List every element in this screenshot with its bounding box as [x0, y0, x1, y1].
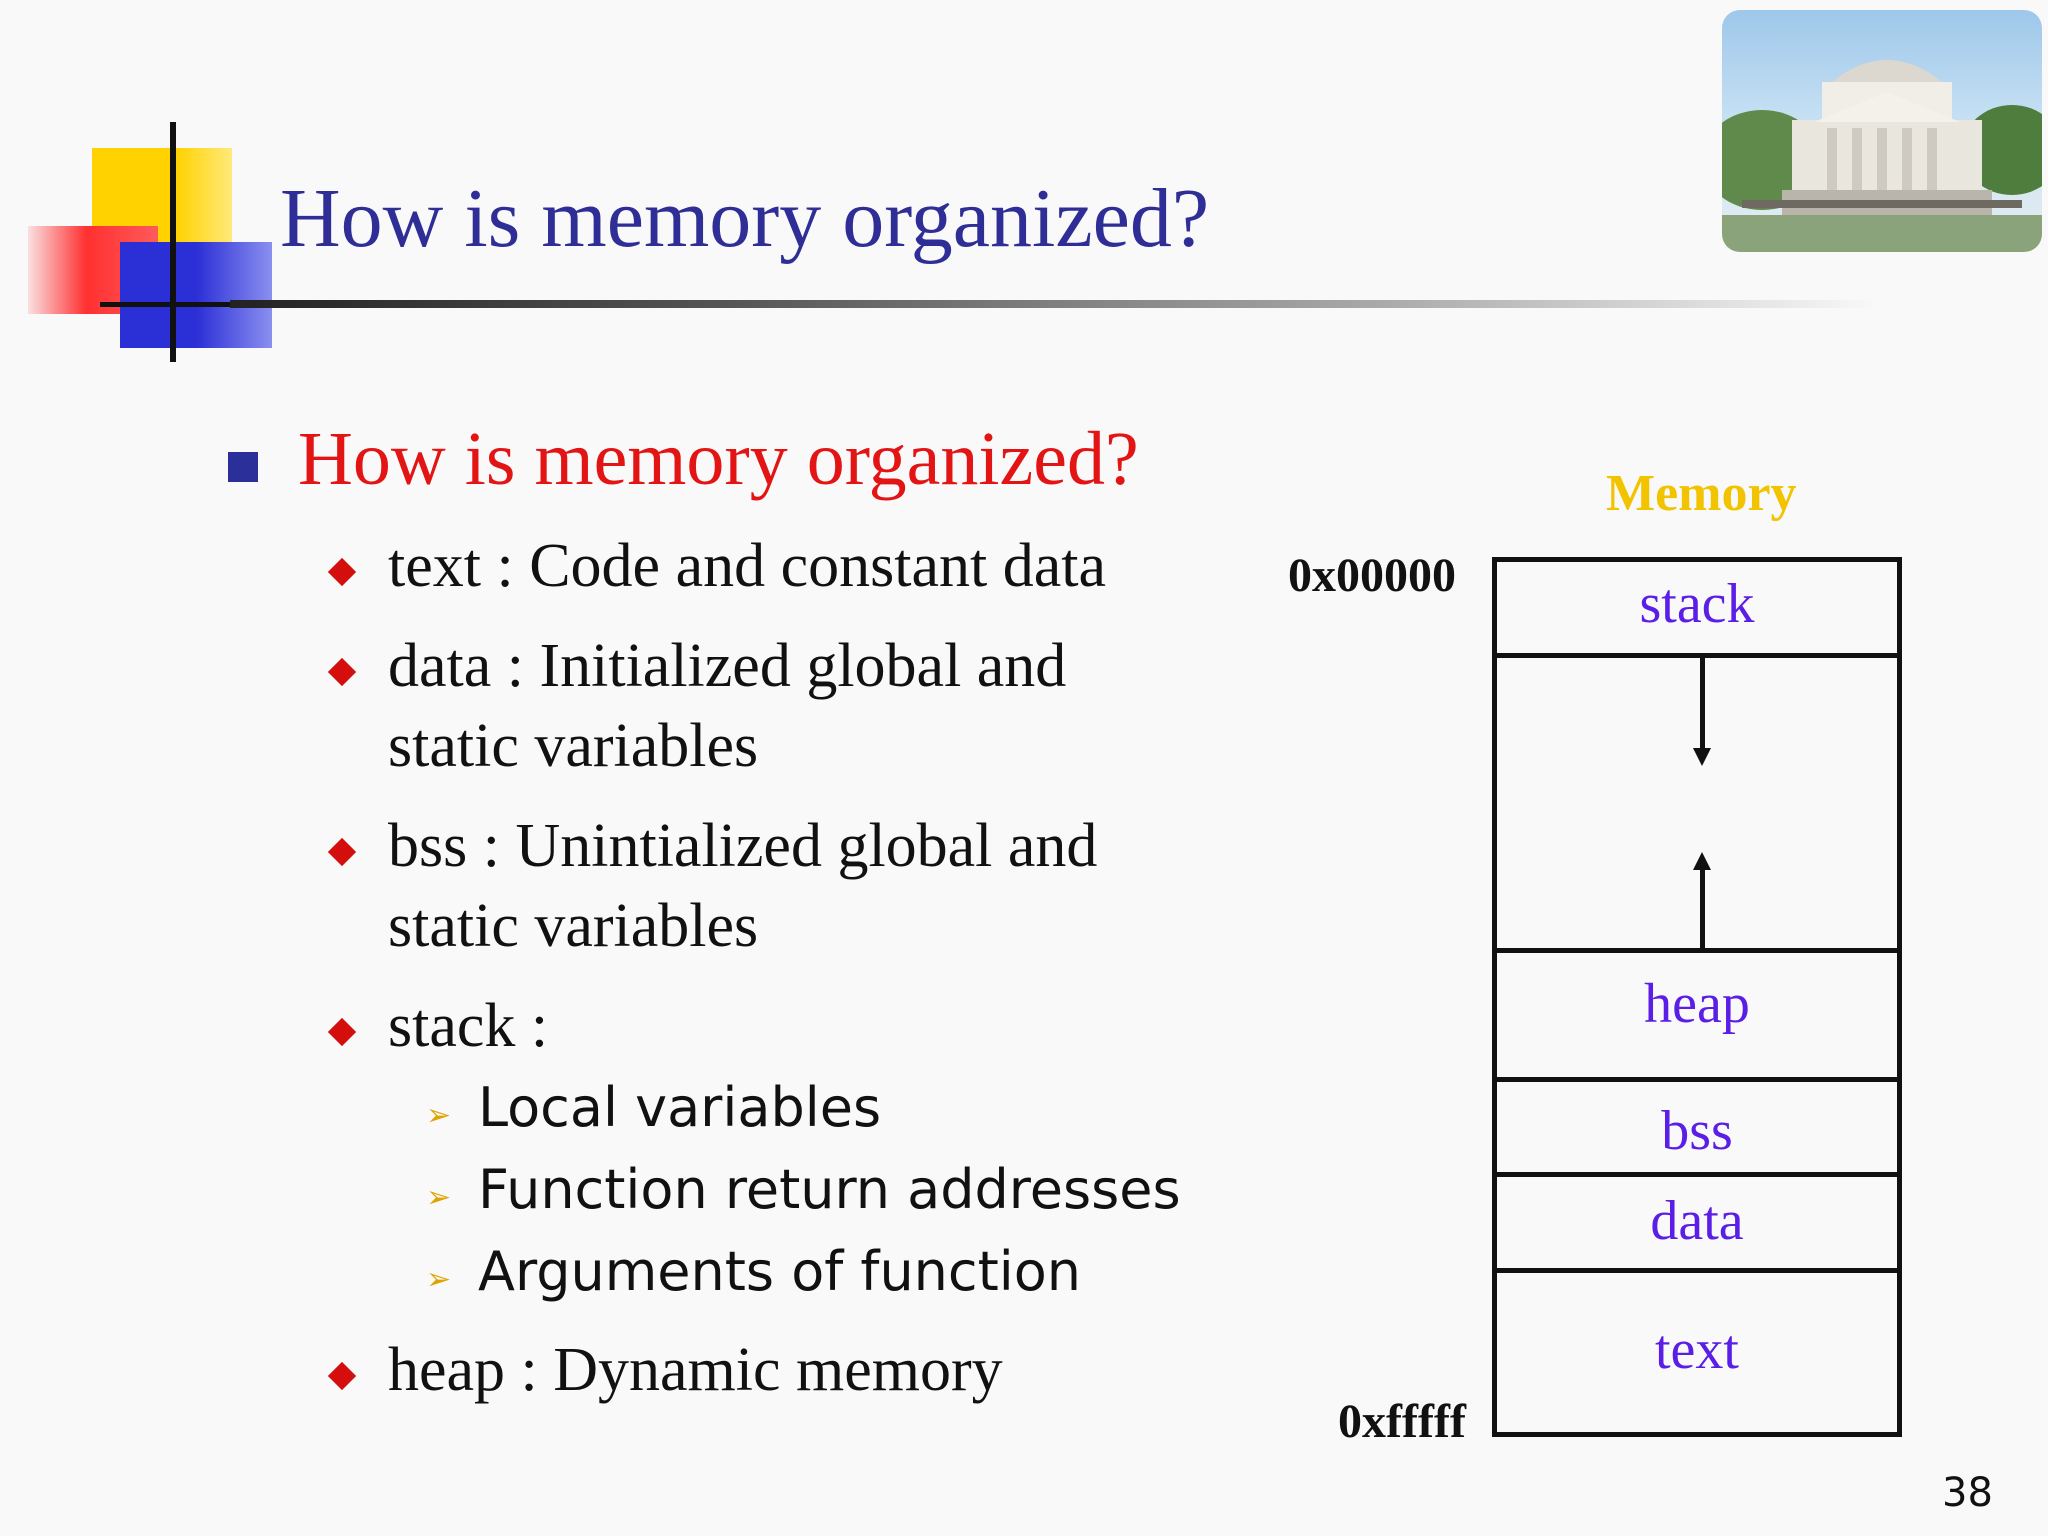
segment-divider: [1497, 1172, 1897, 1177]
main-heading: How is memory organized?: [298, 417, 1139, 501]
decor-vertical-line: [170, 122, 176, 362]
segment-stack: stack: [1639, 573, 1755, 635]
diamond-bullet-icon: [327, 657, 357, 687]
segment-divider: [1497, 948, 1897, 953]
segment-divider: [1497, 1077, 1897, 1082]
stack-subitem: Function return addresses: [478, 1158, 1181, 1221]
item-data-line1: data : Initialized global and: [388, 632, 1067, 700]
top-address: 0x00000: [1288, 549, 1456, 602]
stack-subitem: Local variables: [478, 1076, 882, 1139]
item-stack: stack :: [388, 992, 549, 1060]
decor-blue-block: [120, 242, 272, 348]
decor-horizontal-line: [100, 302, 270, 307]
item-bss-line1: bss : Unintialized global and: [388, 812, 1098, 880]
segment-data: data: [1650, 1190, 1744, 1252]
bottom-address: 0xfffff: [1338, 1395, 1466, 1448]
arrow-up-icon: [1693, 852, 1711, 870]
diamond-bullet-icon: [327, 1361, 357, 1391]
stack-growth-arrow: [1700, 658, 1705, 750]
item-bss-line2: static variables: [388, 892, 759, 960]
arrow-bullet-icon: ➢: [426, 1262, 452, 1297]
item-text: text : Code and constant data: [388, 532, 1106, 600]
segment-divider: [1497, 1268, 1897, 1273]
diamond-bullet-icon: [327, 837, 357, 867]
memory-diagram: stack heap bss data text: [1492, 557, 1902, 1437]
building-photo: [1722, 10, 2042, 252]
diamond-bullet-icon: [327, 1017, 357, 1047]
heap-growth-arrow: [1700, 868, 1705, 948]
segment-bss: bss: [1661, 1100, 1733, 1162]
arrow-down-icon: [1693, 748, 1711, 766]
stack-subitem: Arguments of function: [478, 1240, 1082, 1303]
page-number: 38: [1942, 1470, 1993, 1516]
segment-heap: heap: [1644, 973, 1750, 1035]
title-rule: [230, 300, 1880, 308]
building-photo-icon: [1722, 60, 2042, 252]
item-heap: heap : Dynamic memory: [388, 1336, 1003, 1404]
item-data-line2: static variables: [388, 712, 759, 780]
arrow-bullet-icon: ➢: [426, 1180, 452, 1215]
segment-divider: [1497, 653, 1897, 658]
slide-title: How is memory organized?: [280, 172, 1210, 265]
memory-label: Memory: [1606, 465, 1797, 522]
diamond-bullet-icon: [327, 557, 357, 587]
square-bullet-icon: [228, 452, 258, 482]
arrow-bullet-icon: ➢: [426, 1098, 452, 1133]
segment-text: text: [1655, 1319, 1739, 1381]
